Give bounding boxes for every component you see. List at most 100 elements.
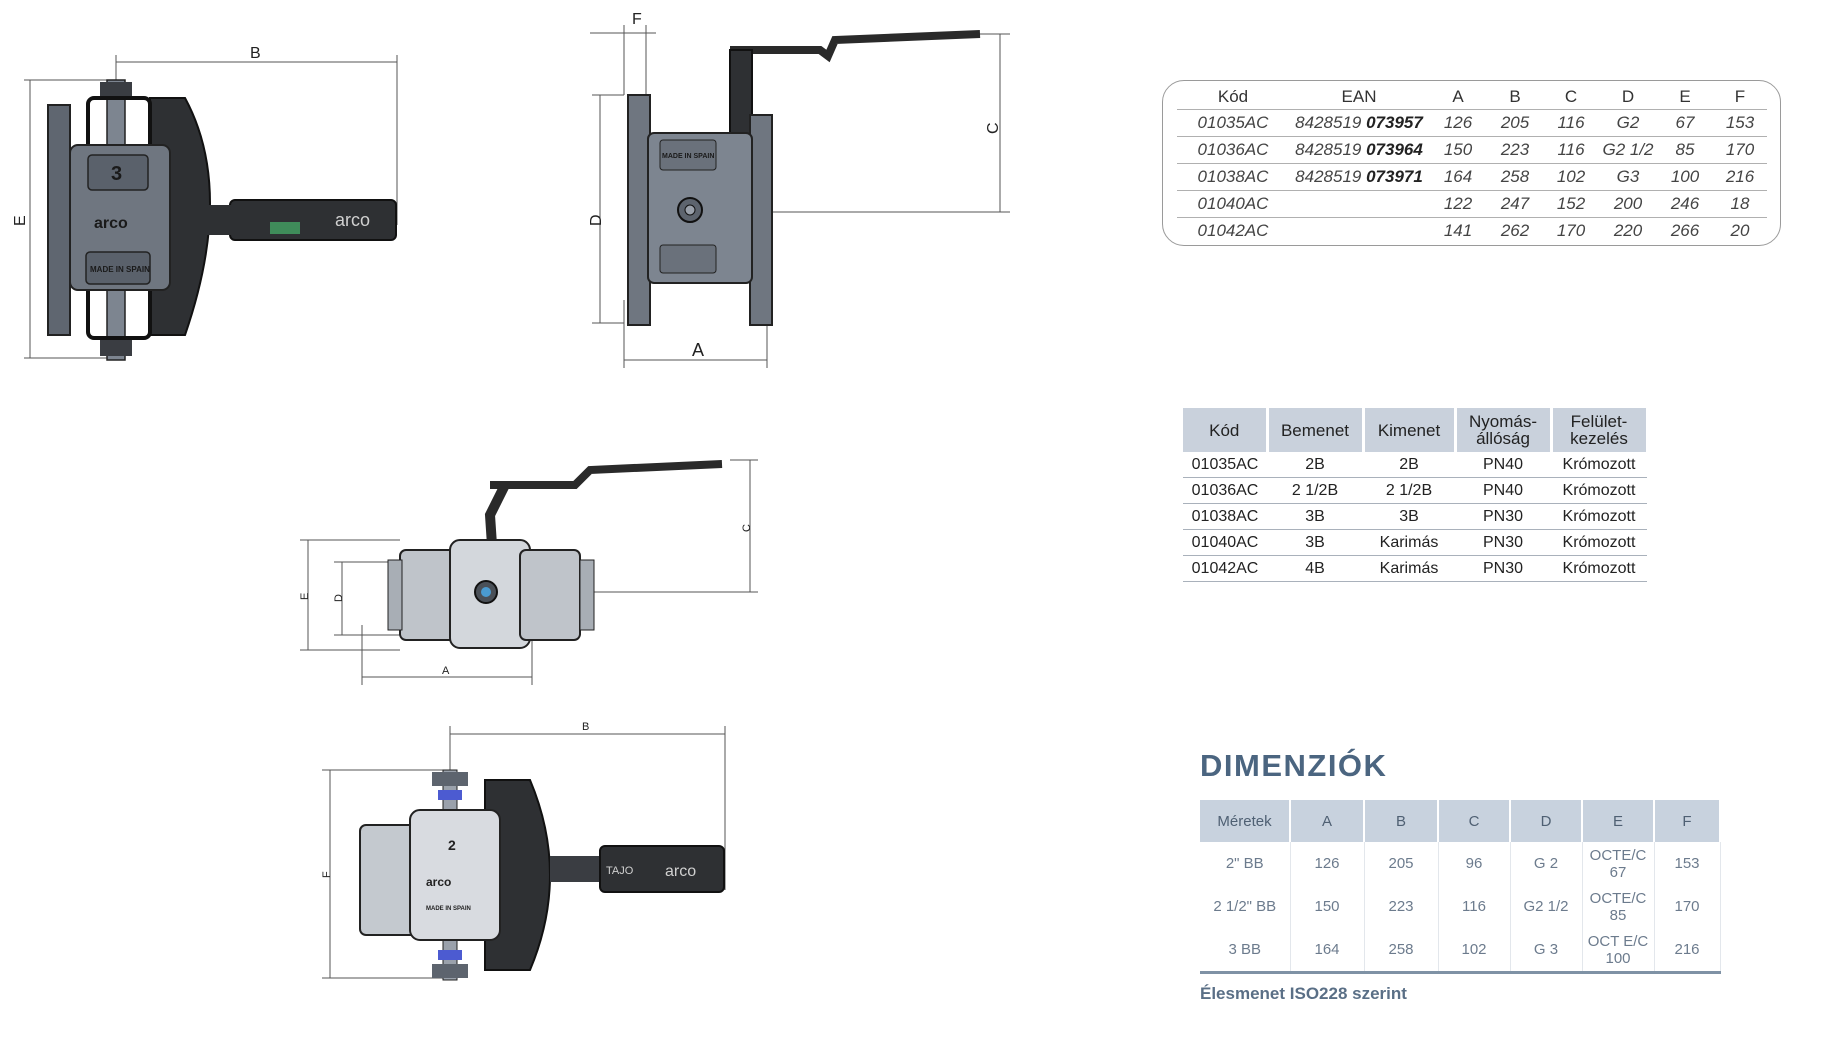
cell-kod: 01040AC (1177, 190, 1289, 218)
cell-felulet: Krómozott (1551, 529, 1647, 556)
dimension-table-header: Kód EAN A B C D E F (1177, 85, 1767, 110)
cell-b: 223 (1487, 136, 1543, 164)
table-row: 01042AC 4B Karimás PN30 Krómozott (1183, 555, 1647, 582)
table-row: 01036AC 8428519 073964 150 223 116 G2 1/… (1177, 136, 1767, 164)
cell: 96 (1438, 842, 1511, 885)
table-row: 01038AC 8428519 073971 164 258 102 G3 10… (1177, 163, 1767, 191)
header-line: Nyomás- (1468, 412, 1537, 431)
cell-ean: 8428519 073964 (1289, 136, 1429, 164)
cell-bemenet: 3B (1267, 529, 1363, 556)
cell-felulet: Krómozott (1551, 477, 1647, 504)
cell: G 2 (1510, 842, 1583, 885)
cell-bemenet: 2 1/2B (1267, 477, 1363, 504)
col-header: E (1679, 87, 1691, 106)
cell: 153 (1654, 842, 1721, 885)
spec-table: Kód Bemenet Kimenet Nyomás-állóság Felül… (1183, 408, 1649, 582)
dim-label-b-4: B (582, 721, 589, 733)
cell-felulet: Krómozott (1551, 555, 1647, 582)
dim-label-b: B (250, 45, 261, 62)
ean-suffix: 073964 (1366, 140, 1423, 159)
cell: 258 (1364, 928, 1439, 973)
table-row: 3 BB 164 258 102 G 3 OCT E/C 100 216 (1200, 928, 1721, 973)
table-row: 01035AC 2B 2B PN40 Krómozott (1183, 452, 1647, 478)
cell-f: 18 (1713, 190, 1767, 218)
col-header: D (1510, 800, 1583, 842)
body-made-in-text: MADE IN SPAIN (90, 265, 150, 274)
cell-a: 164 (1429, 163, 1487, 191)
cell-a: 126 (1429, 109, 1487, 137)
dim-label-c: C (985, 122, 1002, 134)
ean-prefix: 8428519 (1295, 140, 1362, 159)
cell-kod: 01035AC (1177, 109, 1289, 137)
dim-label-f: F (632, 11, 642, 28)
col-header-kod: Kód (1183, 408, 1269, 452)
table-row: 2" BB 126 205 96 G 2 OCTE/C 67 153 (1200, 842, 1721, 885)
table-row: 01040AC 122 247 152 200 246 18 (1177, 190, 1767, 218)
cell-kimenet: Karimás (1363, 529, 1455, 556)
valve-size-number-bottom: 2 (448, 837, 456, 853)
flanged-valve-end-view-drawing: B E arco 3 arco MADE IN SPAIN (12, 45, 398, 361)
cell-f: 216 (1713, 163, 1767, 191)
col-header: C (1438, 800, 1511, 842)
dim-label-d-3: D (333, 594, 345, 602)
cell-bemenet: 2B (1267, 452, 1363, 478)
body-brand-text-4: arco (426, 875, 451, 889)
ean-prefix: 8428519 (1295, 167, 1362, 186)
cell-felulet: Krómozott (1551, 452, 1647, 478)
cell-kimenet: 2B (1363, 452, 1455, 478)
cell-c: 116 (1543, 109, 1599, 137)
col-header-bemenet: Bemenet (1267, 408, 1365, 452)
dim-label-f-4: F (321, 871, 333, 878)
cell-f: 153 (1713, 109, 1767, 137)
table-row: 01036AC 2 1/2B 2 1/2B PN40 Krómozott (1183, 477, 1647, 504)
cell: G 3 (1510, 928, 1583, 973)
cell: OCT E/C 100 (1582, 928, 1655, 973)
table-row: 01042AC 141 262 170 220 266 20 (1177, 217, 1767, 244)
ean-prefix: 8428519 (1295, 113, 1362, 132)
dimension-table-frame: Kód EAN A B C D E F 01035AC 8428519 0739… (1162, 80, 1781, 246)
cell: 2" BB (1200, 842, 1291, 885)
dimenziok-header: Méretek A B C D E F (1200, 800, 1721, 842)
body-made-in-text-4: MADE IN SPAIN (426, 906, 471, 912)
col-header: D (1621, 87, 1635, 106)
col-header: A (1452, 87, 1464, 106)
cell-b: 258 (1487, 163, 1543, 191)
cell-a: 150 (1429, 136, 1487, 164)
cell-d: G2 1/2 (1599, 136, 1657, 164)
cell-c: 116 (1543, 136, 1599, 164)
cell-kimenet: 3B (1363, 503, 1455, 530)
col-header-felulet: Felület-kezelés (1551, 408, 1649, 452)
col-header: E (1582, 800, 1655, 842)
cell-e: 266 (1657, 217, 1713, 244)
cell-b: 205 (1487, 109, 1543, 137)
cell: 223 (1364, 885, 1439, 928)
cell: OCTE/C 67 (1582, 842, 1655, 885)
cell-kod: 01035AC (1183, 452, 1267, 478)
cell-e: 246 (1657, 190, 1713, 218)
cell: 164 (1290, 928, 1365, 973)
dim-label-a: A (692, 340, 704, 360)
col-header: F (1654, 800, 1721, 842)
header-line: Felület- (1570, 412, 1628, 431)
cell-felulet: Krómozott (1551, 503, 1647, 530)
cell-kod: 01042AC (1183, 555, 1267, 582)
cell-d: 200 (1599, 190, 1657, 218)
cell: 170 (1654, 885, 1721, 928)
handle-brand-text-4: arco (665, 863, 696, 880)
cell: 150 (1290, 885, 1365, 928)
flanged-valve-side-view-drawing: F D A C MADE IN SPAIN (588, 11, 1010, 368)
cell-bemenet: 4B (1267, 555, 1363, 582)
cell: 126 (1290, 842, 1365, 885)
cell-d: G2 (1599, 109, 1657, 137)
col-header: B (1364, 800, 1439, 842)
cell-nyomas: PN30 (1455, 555, 1551, 582)
dim-label-d: D (588, 214, 605, 226)
spec-table-header: Kód Bemenet Kimenet Nyomás-állóság Felül… (1183, 408, 1649, 452)
cell-nyomas: PN40 (1455, 477, 1551, 504)
cell: OCTE/C 85 (1582, 885, 1655, 928)
cell-c: 152 (1543, 190, 1599, 218)
col-header: Méretek (1200, 800, 1291, 842)
cell-b: 262 (1487, 217, 1543, 244)
table-row: 2 1/2" BB 150 223 116 G2 1/2 OCTE/C 85 1… (1200, 885, 1721, 928)
col-header: EAN (1341, 87, 1377, 106)
